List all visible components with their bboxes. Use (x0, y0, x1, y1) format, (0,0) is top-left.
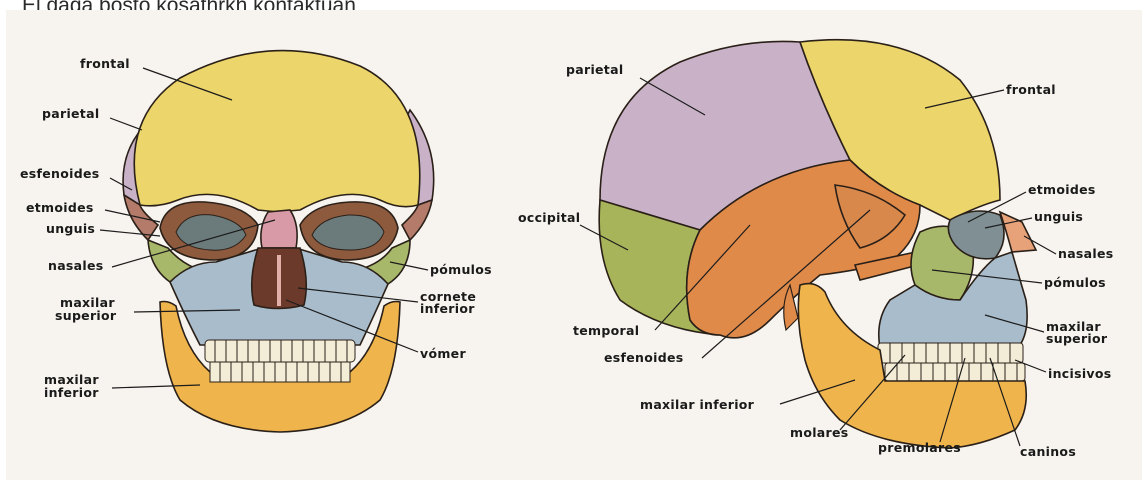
label-side-nasales: nasales (1058, 246, 1114, 261)
label-front-etmoides: etmoides (26, 200, 94, 215)
label-front-unguis: unguis (46, 221, 95, 236)
label-front-maxilar-inf-2: inferior (44, 385, 99, 400)
front-frontal-bone (134, 51, 420, 212)
label-front-maxilar-sup-2: superior (55, 308, 117, 323)
label-side-etmoides: etmoides (1028, 182, 1096, 197)
label-side-frontal: frontal (1006, 82, 1056, 97)
label-front-cornete-2: inferior (420, 301, 475, 316)
label-front-nasales: nasales (48, 258, 104, 273)
label-side-incisivos: incisivos (1048, 366, 1111, 381)
label-side-premolares: premolares (878, 440, 961, 455)
label-side-pomulos: pómulos (1044, 275, 1106, 290)
label-side-caninos: caninos (1020, 444, 1076, 459)
front-upper-teeth (205, 340, 355, 362)
label-front-parietal: parietal (42, 106, 99, 121)
label-side-maxilar-sup-2: superior (1046, 331, 1108, 346)
side-lower-teeth (885, 363, 1025, 381)
label-side-parietal: parietal (566, 62, 623, 77)
leader-front-parietal (110, 118, 142, 130)
label-front-pomulos: pómulos (430, 262, 492, 277)
front-skull (123, 51, 434, 432)
label-side-maxilar-inferior: maxilar inferior (640, 397, 755, 412)
label-side-unguis: unguis (1034, 209, 1083, 224)
label-front-vomer: vómer (420, 346, 466, 361)
front-nasal-bone (261, 210, 297, 248)
label-side-occipital: occipital (518, 210, 580, 225)
side-skull (599, 40, 1036, 448)
label-side-temporal: temporal (573, 323, 639, 338)
label-side-molares: molares (790, 425, 849, 440)
label-front-frontal: frontal (80, 56, 130, 71)
label-side-esfenoides: esfenoides (604, 350, 683, 365)
label-front-esfenoides: esfenoides (20, 166, 99, 181)
side-upper-teeth (878, 343, 1023, 363)
